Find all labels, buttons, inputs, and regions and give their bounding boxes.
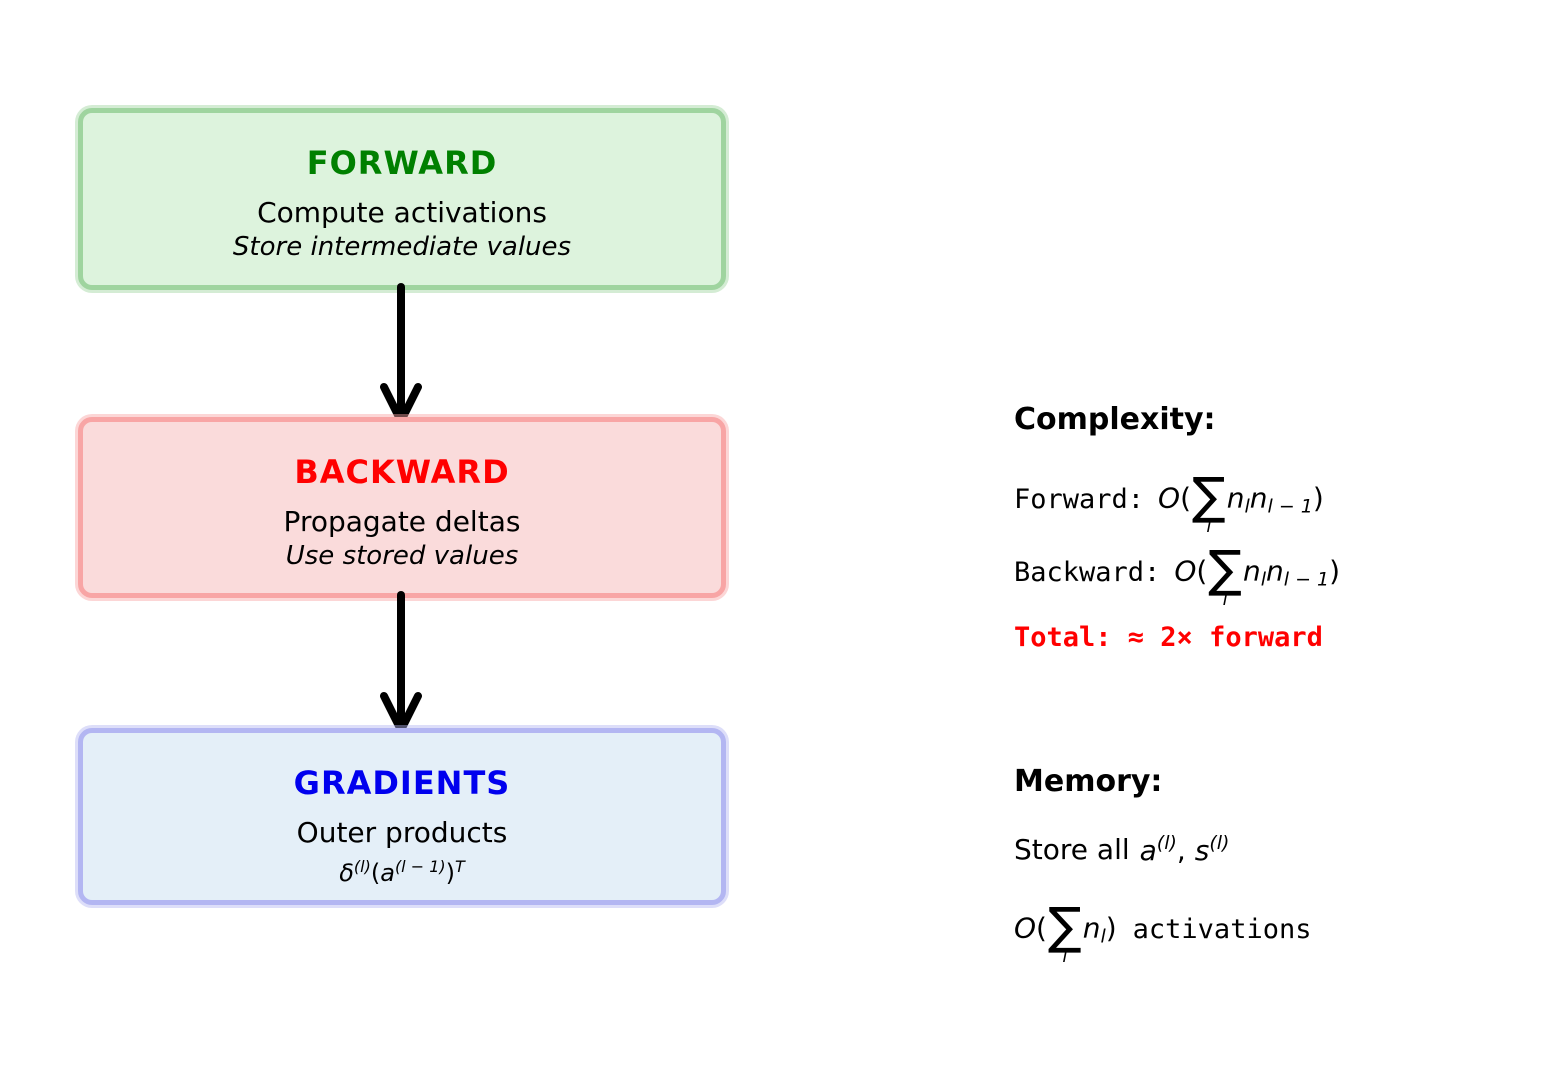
close-paren: ) xyxy=(445,859,455,887)
forward-box-subtitle: Compute activations xyxy=(257,196,547,229)
big-o: O xyxy=(1014,911,1037,944)
gradients-box-subtitle: Outer products xyxy=(296,816,508,849)
a-symbol: a xyxy=(380,859,395,887)
memory-heading: Memory: xyxy=(1014,764,1163,799)
gradients-box: GRADIENTS Outer products δ(l)(a(l − 1))T xyxy=(78,728,726,905)
open-paren: ( xyxy=(370,859,381,887)
sum-symbol: ∑l xyxy=(1208,539,1242,610)
backward-box: BACKWARD Propagate deltas Use stored val… xyxy=(78,417,726,598)
n-var: n xyxy=(1082,911,1101,944)
sum-symbol: ∑l xyxy=(1047,896,1082,967)
n-var: n xyxy=(1226,481,1245,514)
s-superscript: (l) xyxy=(1209,831,1230,854)
backward-box-title: BACKWARD xyxy=(294,453,510,491)
forward-box-title: FORWARD xyxy=(306,144,498,182)
store-all-label: Store all xyxy=(1014,832,1130,866)
complexity-heading: Complexity: xyxy=(1014,402,1216,437)
sum-symbol: ∑l xyxy=(1192,466,1226,537)
open-paren: ( xyxy=(1196,554,1208,587)
close-paren: ) xyxy=(1312,481,1324,514)
memory-store-row: Store all a(l), s(l) xyxy=(1014,826,1229,872)
a-superscript: (l) xyxy=(1156,831,1177,854)
close-paren: ) xyxy=(1329,554,1341,587)
open-paren: ( xyxy=(1036,911,1047,944)
open-paren: ( xyxy=(1180,481,1192,514)
forward-box: FORWARD Compute activations Store interm… xyxy=(78,108,726,290)
n-subscript: l − 1 xyxy=(1267,495,1313,517)
forward-label: Forward: xyxy=(1014,483,1145,515)
big-o: O xyxy=(1158,481,1181,514)
n-subscript: l xyxy=(1260,568,1267,590)
n-subscript: l xyxy=(1244,495,1250,517)
n-subscript: l − 1 xyxy=(1283,568,1330,590)
transpose-superscript: T xyxy=(455,857,465,876)
forward-box-note: Store intermediate values xyxy=(232,232,572,262)
gradients-box-title: GRADIENTS xyxy=(293,764,511,802)
n-var: n xyxy=(1243,554,1261,587)
n-subscript: l xyxy=(1100,925,1106,947)
arrow-backward-to-gradients-icon xyxy=(380,591,422,734)
big-o: O xyxy=(1174,554,1197,587)
delta-superscript: (l) xyxy=(353,857,371,876)
gradients-box-formula: δ(l)(a(l − 1))T xyxy=(83,851,721,889)
delta-symbol: δ xyxy=(339,859,354,887)
close-paren: ) xyxy=(1105,911,1117,944)
backward-box-note: Use stored values xyxy=(285,541,519,571)
arrow-forward-to-backward-icon xyxy=(380,283,422,425)
n-var: n xyxy=(1266,554,1284,587)
n-var: n xyxy=(1249,481,1268,514)
comma-separator: , xyxy=(1176,833,1195,867)
backward-label: Backward: xyxy=(1014,556,1161,588)
activations-label: activations xyxy=(1132,913,1312,945)
a-var: a xyxy=(1139,833,1157,867)
s-var: s xyxy=(1194,833,1210,867)
backward-box-subtitle: Propagate deltas xyxy=(283,505,521,538)
stored-vars-formula: a(l), s(l) xyxy=(1140,832,1230,867)
total-line: Total: ≈ 2× forward xyxy=(1014,622,1323,653)
a-superscript: (l − 1) xyxy=(394,857,446,876)
